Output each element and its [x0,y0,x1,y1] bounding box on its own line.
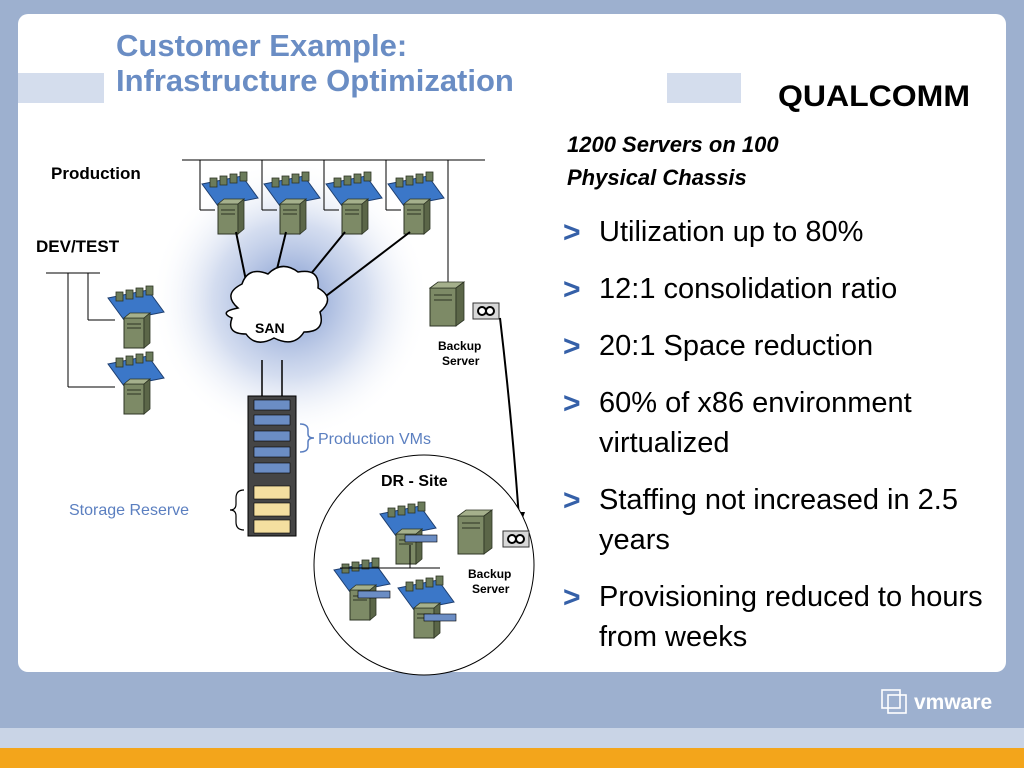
bullet-text: 60% of x86 environment virtualized [599,387,912,459]
dr-backup-label-line-1: Backup [468,567,511,581]
bullet-item: >60% of x86 environment virtualized [563,383,983,463]
devtest-host-1 [67,273,165,387]
bullet-text: Utilization up to 80% [599,216,864,248]
dr-host-1 [379,501,438,565]
san-to-storage-links [261,360,283,398]
dr-backup-label-line-2: Server [472,582,510,596]
bullet-list: > Utilization up to 80% >12:1 consolidati… [563,212,983,674]
bullet-text: 12:1 consolidation ratio [599,273,898,305]
production-vms-brace [299,423,315,453]
title-line-1: Customer Example: [116,28,408,63]
svg-text:vmware: vmware [914,691,992,714]
bullet-item: >20:1 Space reduction [563,326,983,366]
bullet-item: > Staffing not increased in 2.5 years [563,480,983,560]
storage-reserve-brace [229,489,245,531]
dr-site-label: DR - Site [381,473,448,490]
bullet-text: Staffing not increased in 2.5 years [599,484,958,556]
title-accent-right [667,73,741,103]
production-host-3 [323,160,383,235]
bullet-text: 20:1 Space reduction [599,330,874,362]
bullet-item: > Provisioning reduced to hours from week… [563,577,983,657]
subheading: 1200 Servers on 100 Physical Chassis [567,128,779,194]
storage-reserve-label: Storage Reserve [69,502,189,519]
backup-server-label-line-1: Backup [438,339,481,353]
bullet-marker: > [563,330,581,363]
bullet-marker: > [563,581,581,614]
production-label: Production [51,164,141,183]
bullet-marker: > [563,273,581,306]
bullet-marker: > [563,387,581,420]
svg-text:QUALCOMM: QUALCOMM [778,80,970,113]
title-accent-left [18,73,104,103]
bullet-text: Provisioning reduced to hours from weeks [599,581,983,653]
devtest-label: DEV/TEST [36,237,120,256]
san-label: SAN [255,320,285,336]
san-cloud [225,265,329,343]
slide-title: Customer Example: Infrastructure Optimiz… [116,28,514,98]
devtest-host-2 [68,351,165,415]
production-host-2 [261,160,321,235]
subheading-line-2: Physical Chassis [567,165,747,190]
subheading-line-1: 1200 Servers on 100 [567,132,779,157]
bullet-item: >12:1 consolidation ratio [563,269,983,309]
storage-rack [247,395,297,537]
title-line-2: Infrastructure Optimization [116,63,514,98]
qualcomm-logo: QUALCOMM [778,80,970,113]
bullet-marker: > [563,484,581,517]
footer-band [0,728,1024,748]
production-host-4 [385,160,445,235]
dr-host-3 [397,575,457,639]
vmware-logo: vmware [881,689,992,714]
production-host-1 [199,160,259,235]
dr-host-2 [333,557,391,621]
backup-server [429,281,500,327]
bullet-marker: > [563,216,581,249]
bullet-item: > Utilization up to 80% [563,212,983,252]
production-vms-label: Production VMs [318,431,431,448]
backup-server-label-line-2: Server [442,354,480,368]
dr-site-label-bg [378,468,464,490]
footer-accent-stripe [0,748,1024,768]
